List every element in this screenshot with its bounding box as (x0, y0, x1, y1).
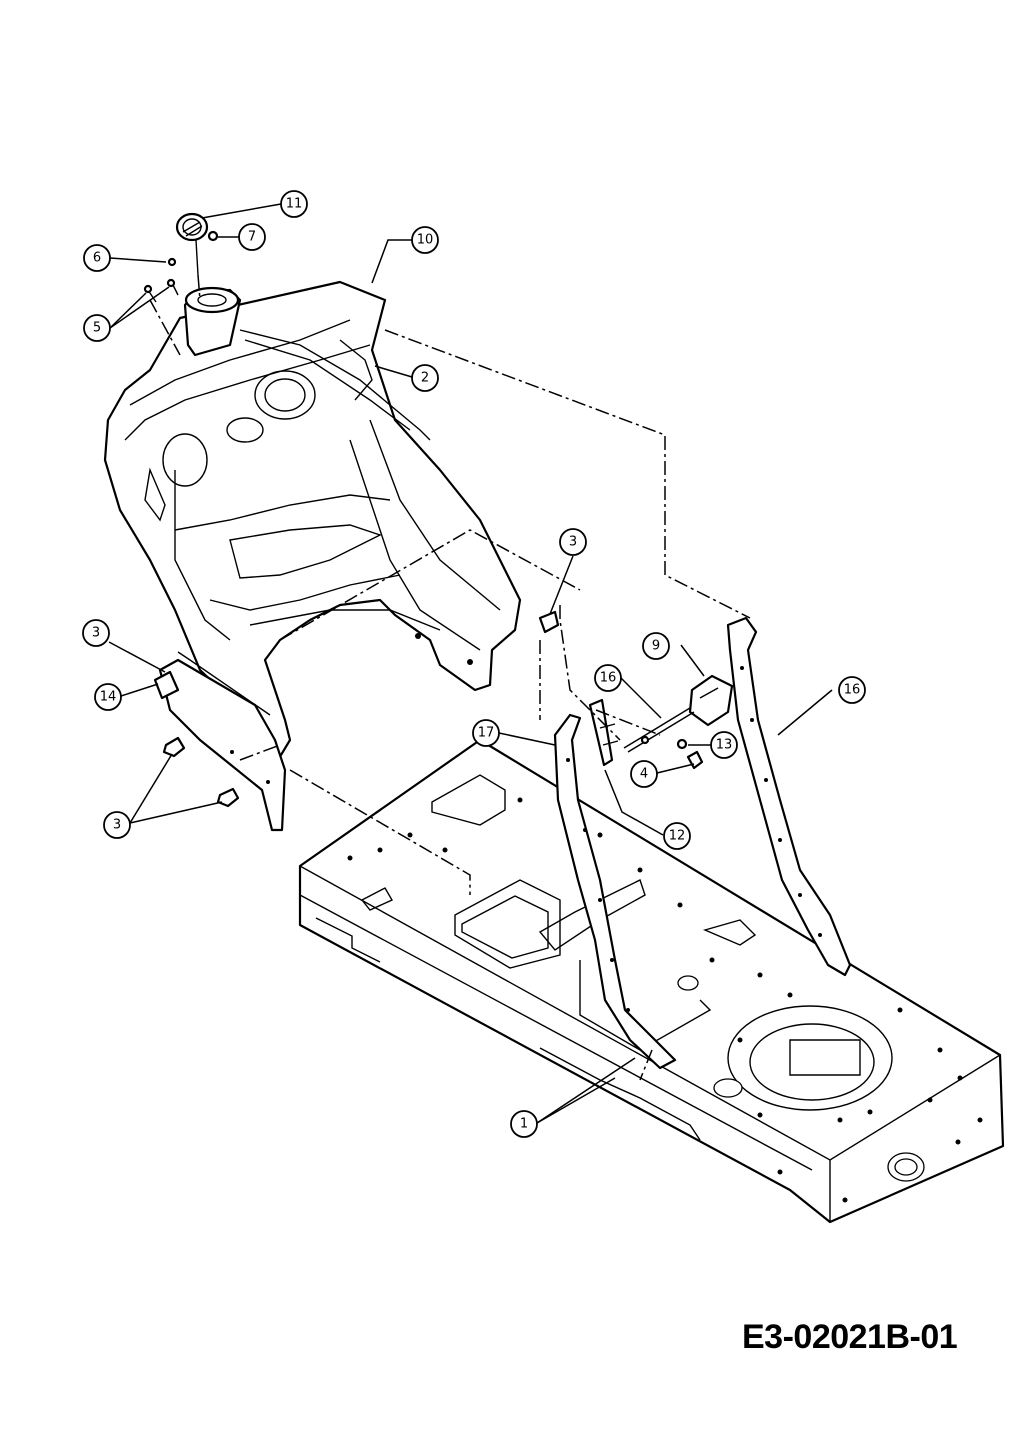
callout-9-label: 9 (652, 639, 660, 654)
leader-lines (108, 203, 833, 1124)
callout-12-label: 12 (669, 829, 686, 844)
callout-16-left-label: 16 (600, 671, 617, 686)
callout-1-label: 1 (520, 1117, 528, 1132)
callout-4: 4 (630, 760, 658, 788)
assembly-lines (149, 274, 751, 1081)
callout-3-left: 3 (82, 619, 110, 647)
rail-right (726, 616, 852, 977)
drawing-code: E3-02021B-01 (742, 1318, 958, 1356)
callout-3-top: 3 (559, 528, 587, 556)
callout-3-top-label: 3 (569, 535, 577, 550)
callout-1: 1 (510, 1110, 538, 1138)
callout-14-label: 14 (100, 690, 117, 705)
callout-7: 7 (238, 223, 266, 251)
callout-13: 13 (710, 731, 738, 759)
callout-5: 5 (83, 314, 111, 342)
seat-switch (688, 674, 734, 727)
rail-left (553, 713, 677, 1070)
callout-5-label: 5 (93, 321, 101, 336)
callout-6-label: 6 (93, 251, 101, 266)
fasteners (676, 738, 704, 770)
callout-11-label: 11 (286, 197, 303, 212)
callout-7-label: 7 (248, 230, 256, 245)
callout-4-label: 4 (640, 767, 648, 782)
callout-3-bottom: 3 (103, 811, 131, 839)
callout-9: 9 (642, 632, 670, 660)
callout-13-label: 13 (716, 738, 733, 753)
callout-10: 10 (411, 226, 439, 254)
callout-11: 11 (280, 190, 308, 218)
frame (298, 738, 1005, 1224)
callout-3-bottom-label: 3 (113, 818, 121, 833)
callout-10-label: 10 (417, 233, 434, 248)
dash-panel (103, 280, 522, 767)
rod (623, 707, 695, 753)
lower-bracket (153, 658, 287, 832)
callout-14: 14 (94, 683, 122, 711)
callout-2: 2 (411, 364, 439, 392)
lever-bracket (588, 698, 619, 767)
callout-17-label: 17 (478, 726, 495, 741)
callout-6: 6 (83, 244, 111, 272)
callout-2-label: 2 (421, 371, 429, 386)
nut-top (538, 610, 560, 634)
screws (143, 278, 179, 303)
callout-12: 12 (663, 822, 691, 850)
nuts-lower (162, 736, 270, 808)
key-switch (167, 212, 219, 276)
callout-3-left-label: 3 (92, 626, 100, 641)
callout-16-left: 16 (594, 664, 622, 692)
callout-17: 17 (472, 719, 500, 747)
callout-16-right: 16 (838, 676, 866, 704)
callout-16-right-label: 16 (844, 683, 861, 698)
